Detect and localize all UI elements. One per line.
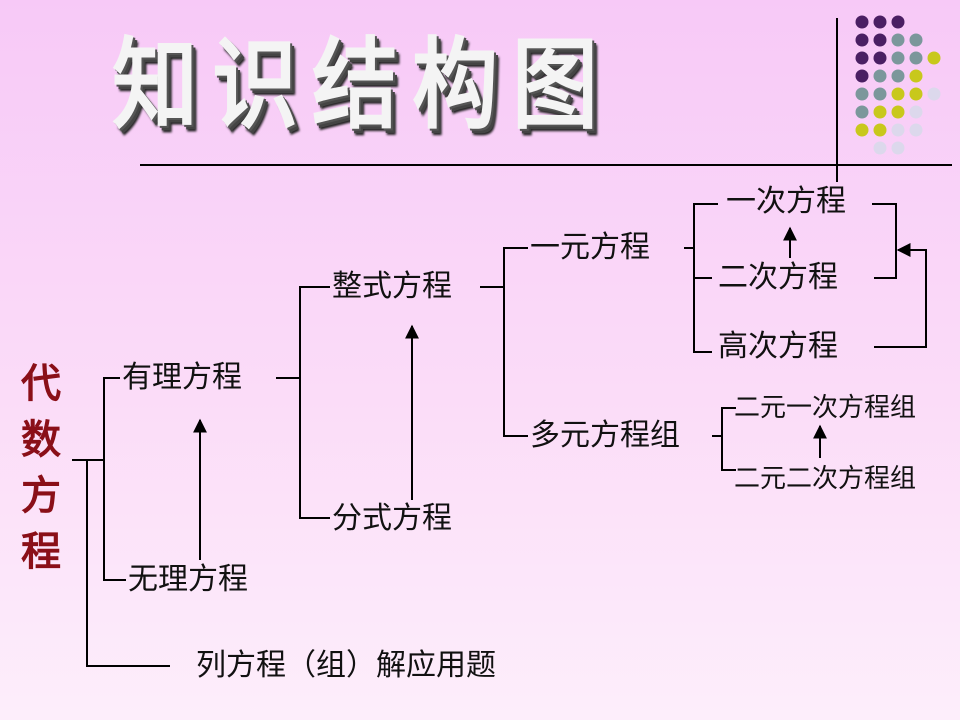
bracket-rational [276, 286, 330, 519]
node-irrational-equation: 无理方程 [128, 562, 248, 597]
root-label: 代数方程 [21, 361, 61, 575]
decor-dot [855, 123, 869, 137]
decor-dot [855, 33, 869, 47]
decor-dot [927, 51, 941, 65]
decor-dot [855, 15, 869, 29]
decor-dot [891, 33, 905, 47]
decor-dot [891, 51, 905, 65]
decor-dot [891, 123, 905, 137]
bracket-integral [480, 247, 528, 437]
decor-dot [873, 69, 887, 83]
decor-dot [855, 87, 869, 101]
node-multi-variable-system: 多元方程组 [530, 418, 680, 453]
node-integral-equation: 整式方程 [332, 269, 452, 304]
node-one-variable: 一元方程 [530, 230, 650, 265]
decor-dot [873, 141, 887, 155]
node-quadratic-equation: 二次方程 [718, 260, 838, 295]
decor-dot [873, 105, 887, 119]
decor-dot [873, 51, 887, 65]
decor-dot [873, 123, 887, 137]
decor-dot [891, 105, 905, 119]
decor-dot [855, 105, 869, 119]
decor-dot [909, 87, 923, 101]
decor-dot [891, 69, 905, 83]
node-application: 列方程（组）解应用题 [196, 648, 496, 683]
bracket-right-linear [872, 203, 897, 279]
decor-dot [873, 15, 887, 29]
decor-dot [927, 87, 941, 101]
decor-dot [855, 51, 869, 65]
decor-dot [891, 141, 905, 155]
node-linear-equation: 一次方程 [726, 184, 846, 219]
decor-dot [909, 105, 923, 119]
decor-dot [891, 15, 905, 29]
decor-dot [909, 123, 923, 137]
node-fractional-equation: 分式方程 [332, 501, 452, 536]
decor-dot-grid [855, 15, 941, 155]
bracket-root [72, 377, 170, 667]
decor-dot [873, 87, 887, 101]
bracket-right-higher [874, 243, 927, 348]
decor-dot [855, 69, 869, 83]
page-title: 知识结构图 [112, 27, 612, 143]
decor-dot [891, 87, 905, 101]
decor-dot [909, 69, 923, 83]
bracket-one-var [684, 203, 718, 353]
node-quadratic-system: 二元二次方程组 [734, 464, 917, 494]
node-linear-system: 二元一次方程组 [734, 393, 917, 423]
node-rational-equation: 有理方程 [122, 360, 242, 395]
decor-dot [873, 33, 887, 47]
node-higher-equation: 高次方程 [718, 329, 838, 364]
bracket-multi-var [712, 407, 736, 471]
decor-dot [909, 33, 923, 47]
decor-dot [909, 51, 923, 65]
